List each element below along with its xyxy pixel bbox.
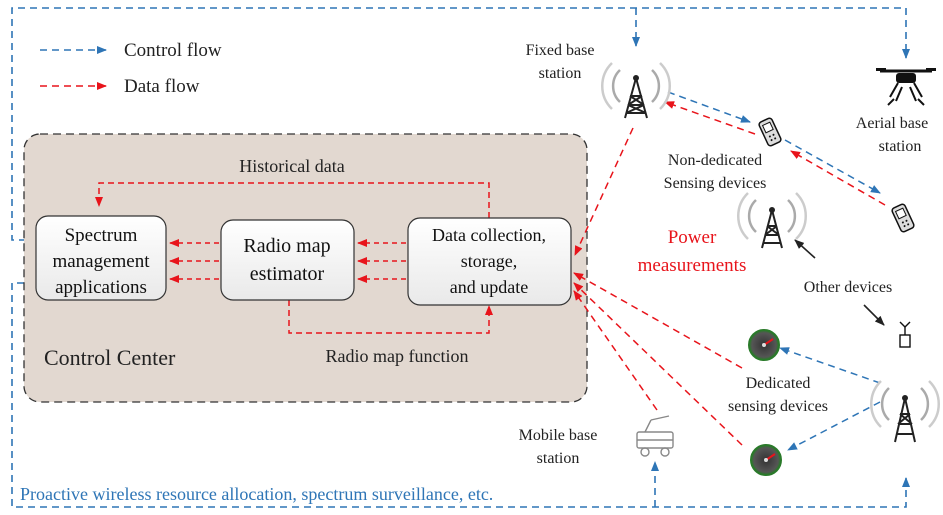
- svg-text:estimator: estimator: [250, 263, 325, 285]
- antenna-device-icon: [899, 321, 911, 348]
- svg-text:Fixed base: Fixed base: [526, 42, 595, 59]
- svg-text:Mobile base: Mobile base: [519, 427, 598, 444]
- svg-text:measurements: measurements: [638, 255, 747, 276]
- estimator-to-spectrum-arrows: [169, 239, 219, 283]
- legend: Control flow Data flow: [40, 40, 222, 97]
- svg-text:applications: applications: [55, 277, 147, 298]
- phone-icon-2: [891, 203, 915, 233]
- other-base-station-icon: [737, 192, 807, 249]
- drone-icon: [876, 60, 936, 110]
- svg-text:station: station: [537, 450, 580, 467]
- bottom-caption: Proactive wireless resource allocation, …: [20, 484, 493, 504]
- svg-text:station: station: [539, 65, 582, 82]
- non-dedicated-label: Non-dedicated Sensing devices: [664, 152, 767, 192]
- legend-control-flow: Control flow: [124, 40, 222, 61]
- svg-text:Sensing devices: Sensing devices: [664, 175, 767, 192]
- dedicated-label: Dedicated sensing devices: [728, 375, 828, 415]
- radio-map-function-arrow: [288, 300, 493, 334]
- svg-text:storage,: storage,: [461, 251, 517, 271]
- svg-text:Dedicated: Dedicated: [746, 375, 811, 392]
- phone-icon-1: [758, 117, 782, 147]
- svg-text:and update: and update: [450, 277, 528, 297]
- svg-text:station: station: [879, 138, 922, 155]
- mobile-base-station-icon: [636, 415, 674, 457]
- control-center-label: Control Center: [44, 345, 176, 370]
- svg-text:Radio map: Radio map: [243, 235, 330, 257]
- right-base-station-icon: [870, 380, 940, 443]
- fixed-base-station-label: Fixed base station: [526, 42, 595, 82]
- other-device-arrow-1: [794, 239, 816, 259]
- gauge-icon-1: [748, 329, 780, 361]
- svg-text:Spectrum: Spectrum: [65, 225, 138, 246]
- spectrum-management-box: Spectrum management applications: [35, 215, 167, 301]
- legend-data-flow: Data flow: [124, 76, 200, 97]
- dedicated-control-flows: [779, 347, 881, 451]
- other-devices-label: Other devices: [804, 279, 892, 296]
- radio-map-function-label: Radio map function: [326, 346, 469, 366]
- svg-text:Data collection,: Data collection,: [432, 225, 546, 245]
- svg-text:sensing devices: sensing devices: [728, 398, 828, 415]
- historical-data-label: Historical data: [239, 156, 344, 176]
- data-collection-box: Data collection, storage, and update: [407, 217, 572, 306]
- radio-map-estimator-box: Radio map estimator: [220, 219, 355, 301]
- gauge-icon-2: [750, 444, 782, 476]
- aerial-base-station-label: Aerial base station: [856, 115, 928, 155]
- fixed-station-flows: [664, 91, 886, 206]
- power-measurements-label: Power measurements: [638, 227, 747, 276]
- svg-text:management: management: [52, 251, 150, 272]
- power-measurement-arrows: [573, 127, 743, 446]
- outer-control-loop: [11, 7, 910, 508]
- svg-text:Aerial base: Aerial base: [856, 115, 928, 132]
- mobile-base-station-label: Mobile base station: [519, 427, 598, 467]
- svg-text:Power: Power: [668, 227, 717, 248]
- svg-text:Non-dedicated: Non-dedicated: [668, 152, 762, 169]
- collection-to-estimator-arrows: [357, 239, 406, 283]
- other-device-arrow-2: [863, 304, 885, 326]
- fixed-base-station-icon: [601, 62, 671, 119]
- historical-data-arrow: [95, 182, 490, 218]
